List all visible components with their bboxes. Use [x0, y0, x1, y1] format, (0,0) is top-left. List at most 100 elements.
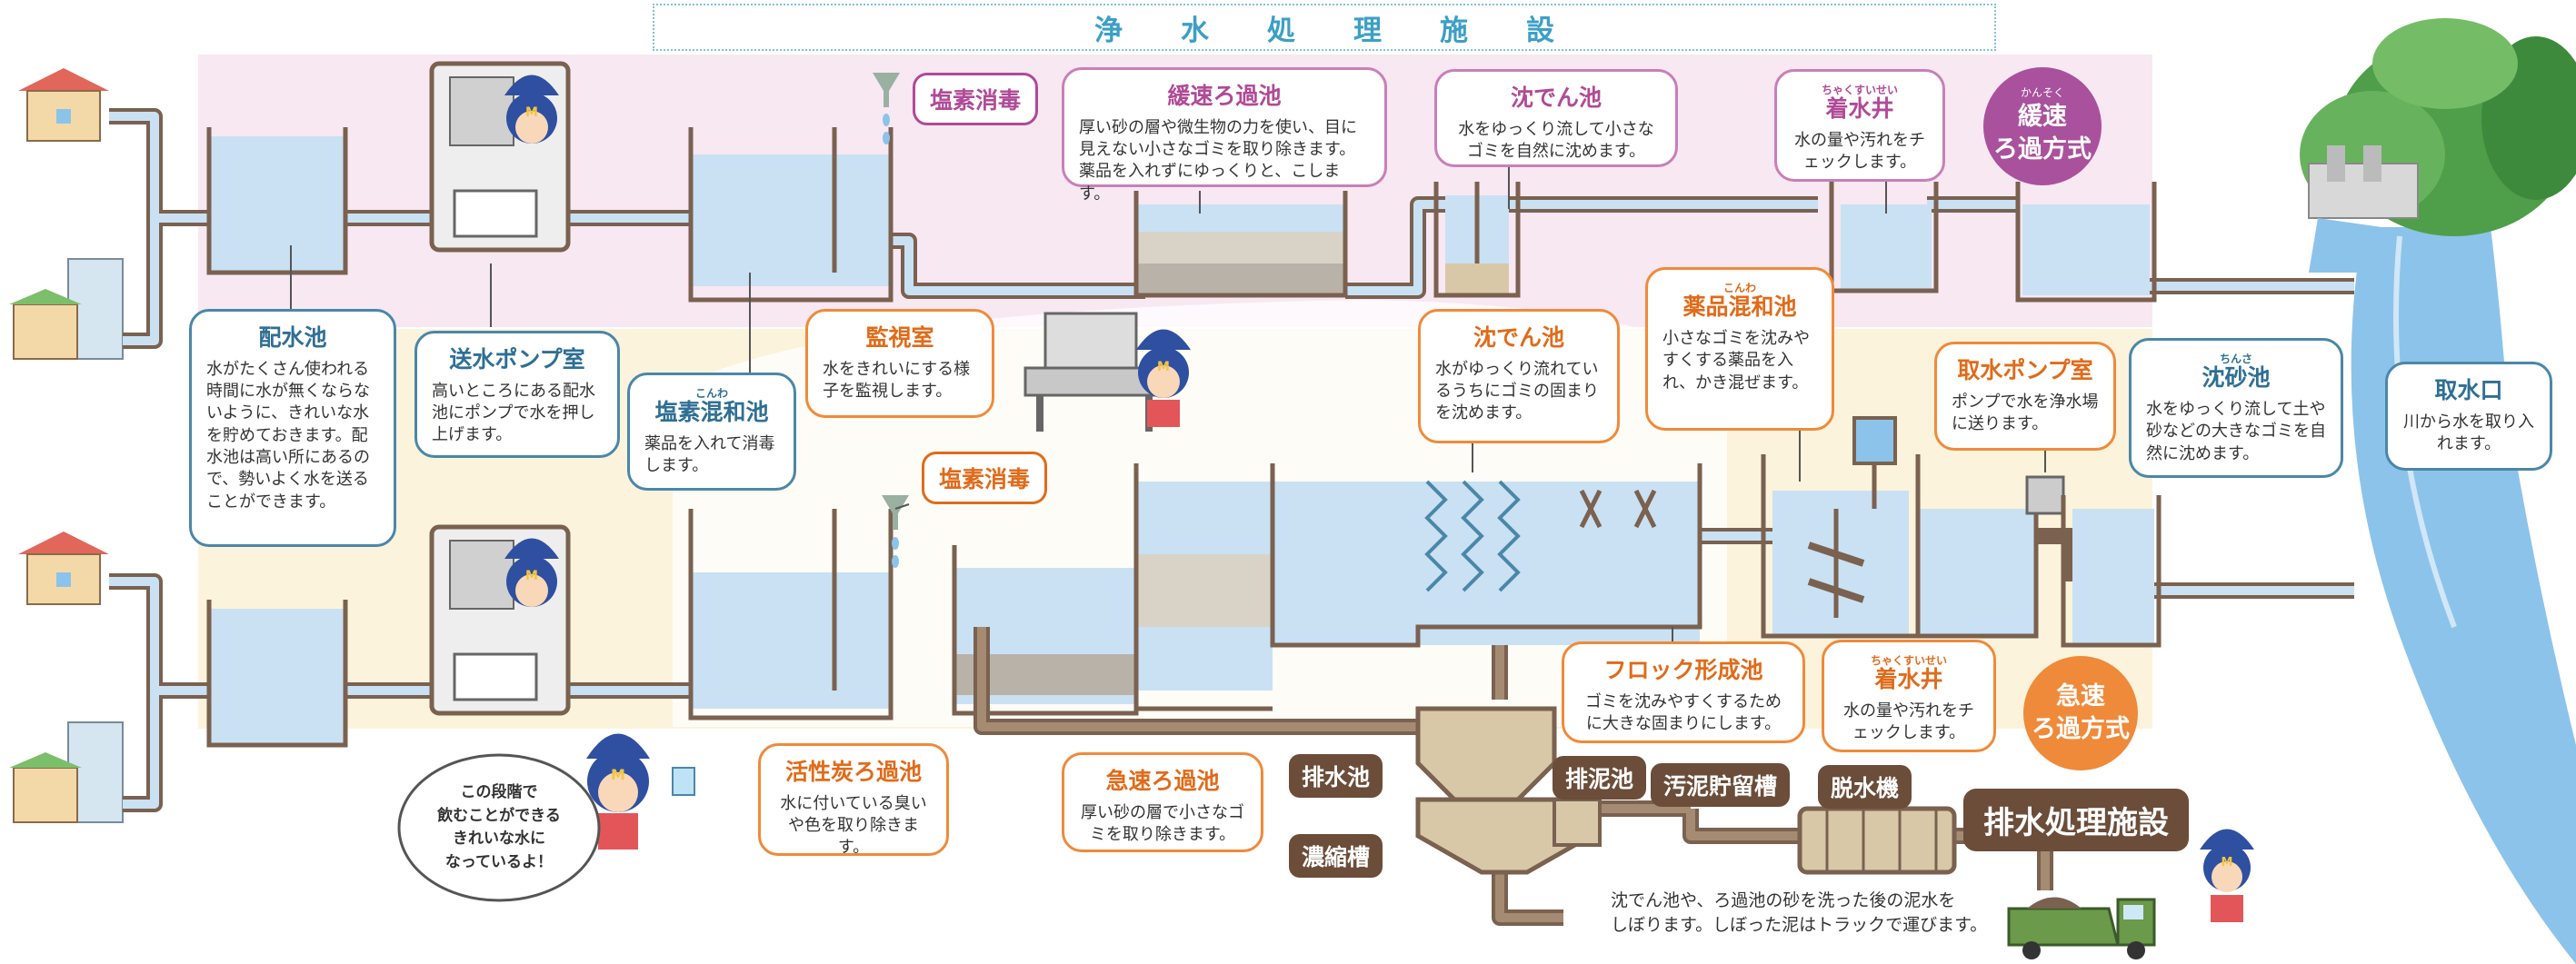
rapid-filter-tank — [1133, 463, 1273, 711]
card-floc-title: フロック形成池 — [1603, 657, 1763, 683]
card-yakuhin-title: 薬品混和池 — [1682, 293, 1797, 321]
rapid-receiving-well — [1852, 416, 2039, 639]
card-sousui-pump-desc: 高いところにある配水池にポンプで水を押し上げます。 — [432, 381, 595, 445]
slow-receiving-well — [1829, 182, 1939, 293]
label-haideichi: 排泥池 — [1553, 756, 1647, 800]
chlorine-funnel-top — [873, 73, 900, 144]
card-kasseitan: 活性炭ろ過池 水に付いている臭いや色を取り除きます。 — [758, 743, 949, 857]
card-kanshi-desc: 水をきれいにする様子を監視します。 — [823, 359, 971, 402]
card-haisuichi-desc: 水がたくさん使われる時間に水が無くならないように、きれいな水を貯めておきます。配… — [206, 359, 370, 512]
label-dassui: 脱水機 — [1818, 765, 1912, 809]
card-shusui-pump-desc: ポンプで水を浄水場に送ります。 — [1952, 392, 2099, 434]
mascot-cup: M — [586, 733, 695, 850]
sludge-storage — [1553, 798, 1602, 847]
card-enso-konwa-title: 塩素混和池 — [654, 399, 769, 426]
card-kasseitan-desc: 水に付いている臭いや色を取り除きます。 — [780, 793, 927, 858]
svg-text:M: M — [2222, 856, 2233, 870]
card-yakuhin-ruby: こんわ — [1722, 282, 1756, 294]
card-sousui-pump-title: 送水ポンプ室 — [449, 346, 585, 373]
card-chinden-rapid-title: 沈でん池 — [1473, 324, 1564, 351]
card-shusuiko-title: 取水口 — [2434, 377, 2503, 403]
upper-pipes-water — [109, 112, 2354, 345]
card-shusui-pump: 取水ポンプ室 ポンプで水を浄水場に送ります。 — [1934, 342, 2116, 451]
slow-method-badge: かんそく 緩速 ろ過方式 — [1983, 67, 2102, 185]
card-chakusui-slow: ちゃくすいせい 着水井 水の量や汚れをチェックします。 — [1774, 69, 1945, 182]
mascot-pump-top: M — [504, 75, 559, 144]
card-chakusui-rapid-desc: 水の量や汚れをチェックします。 — [1843, 701, 1974, 743]
card-enso-konwa-ruby: こんわ — [694, 387, 728, 400]
svg-text:M: M — [1157, 360, 1170, 374]
chlorine-tag-top: 塩素消毒 — [913, 73, 1039, 125]
speech-bubble — [397, 753, 601, 902]
card-chakusui-slow-ruby: ちゃくすいせい — [1821, 84, 1898, 96]
card-kansoku-title: 緩速ろ過池 — [1167, 83, 1282, 109]
card-chakusui-rapid: ちゃくすいせい 着水井 水の量や汚れをチェックします。 — [1822, 640, 1996, 752]
card-kyusoku-title: 急速ろ過池 — [1105, 768, 1220, 794]
card-haisuichi: 配水池 水がたくさん使われる時間に水が無くならないように、きれいな水を貯めておき… — [189, 309, 396, 547]
house-bottom — [18, 532, 109, 605]
slow-method-line2: ろ過方式 — [1993, 135, 2092, 164]
rapid-method-badge: 急速 ろ過方式 — [2023, 656, 2138, 770]
grit-chamber-bottom — [2061, 495, 2162, 648]
intake-pump — [2025, 475, 2065, 515]
slow-method-line1: 緩速 — [2018, 102, 2067, 131]
haisuichi-tank-bottom — [206, 600, 348, 748]
slow-filter-tank — [1133, 191, 1348, 298]
speech-text: この段階で 飲むことができる きれいな水に なっているよ！ — [437, 783, 561, 871]
mascot-pump-bottom: M — [504, 538, 559, 607]
buildings-bottom — [9, 721, 124, 823]
card-sousui-pump: 送水ポンプ室 高いところにある配水池にポンプで水を押し上げます。 — [414, 331, 620, 458]
enso-konwa-tank-bottom — [688, 509, 894, 721]
rapid-method-line1: 急速 — [2056, 681, 2105, 711]
card-kanshi: 監視室 水をきれいにする様子を監視します。 — [805, 309, 994, 418]
card-chinsa-title: 沈砂池 — [2202, 364, 2271, 392]
drainage-note: 沈でん池や、ろ過池の砂を洗った後の泥水を しぼります。しぼった泥はトラックで運び… — [1611, 890, 1988, 935]
page-title-text: 浄水処理施設 — [1094, 14, 1612, 47]
label-noushuku: 濃縮槽 — [1289, 834, 1383, 878]
card-shusui-pump-title: 取水ポンプ室 — [1957, 357, 2093, 383]
card-floc: フロック形成池 ゴミを沈みやすくするために大きな固まりにします。 — [1562, 641, 1805, 743]
label-odei: 汚泥貯留槽 — [1651, 763, 1791, 807]
svg-text:M: M — [611, 766, 625, 783]
slow-method-ruby: かんそく — [2020, 86, 2064, 100]
house-top — [18, 68, 109, 142]
mascot-truck: M — [2200, 829, 2254, 922]
card-chakusui-rapid-title: 着水井 — [1874, 666, 1943, 693]
card-chinden-slow-title: 沈でん池 — [1510, 84, 1602, 111]
grit-chamber-top — [2015, 182, 2157, 303]
card-shusuiko: 取水口 川から水を取り入れます。 — [2385, 362, 2552, 471]
card-floc-desc: ゴミを沈みやすくするために大きな固まりにします。 — [1585, 691, 1782, 734]
card-yakuhin: こんわ 薬品混和池 小さなゴミを沈みやすくする薬品を入れ、かき混ぜます。 — [1645, 267, 1834, 431]
mascot-monitoring: M — [1136, 329, 1191, 427]
card-kanshi-title: 監視室 — [865, 324, 934, 351]
card-chinsa: ちんさ 沈砂池 水をゆっくり流して土や砂などの大きなゴミを自然に沈めます。 — [2129, 338, 2343, 478]
haisuichi-tank-top — [206, 127, 348, 275]
card-chinden-rapid-desc: 水がゆっくり流れているうちにゴミの固まりを沈めます。 — [1435, 359, 1599, 423]
chemical-mixing-tank — [1761, 454, 1921, 639]
card-chakusui-rapid-ruby: ちゃくすいせい — [1870, 654, 1947, 667]
label-drainage-facility: 排水処理施設 — [1963, 789, 2189, 851]
lower-pipes-water — [109, 532, 2354, 809]
card-chakusui-slow-title: 着水井 — [1825, 95, 1894, 123]
card-kyusoku-desc: 厚い砂の層で小さなゴミを取り除きます。 — [1081, 802, 1244, 845]
drain-basin — [1415, 706, 1557, 802]
svg-text:M: M — [525, 105, 538, 120]
page-title: 浄水処理施設 — [653, 4, 1996, 51]
rapid-sedimentation-tank — [1270, 463, 1702, 648]
card-chinden-slow: 沈でん池 水をゆっくり流して小さなゴミを自然に沈めます。 — [1434, 69, 1678, 167]
card-chakusui-slow-desc: 水の量や汚れをチェックします。 — [1794, 130, 1925, 173]
card-chinsa-ruby: ちんさ — [2219, 353, 2252, 365]
card-kansoku-desc: 厚い砂の層や微生物の力を使い、目に見えない小さなゴミを取り除きます。薬品を入れず… — [1079, 117, 1357, 204]
dewatering-machine — [1797, 806, 1957, 875]
chlorine-tag-bottom: 塩素消毒 — [922, 452, 1048, 504]
chlorine-funnel-bottom — [882, 495, 909, 568]
card-chinsa-desc: 水をゆっくり流して土や砂などの大きなゴミを自然に沈めます。 — [2146, 399, 2326, 463]
card-enso-konwa: こんわ 塩素混和池 薬品を入れて消毒します。 — [627, 373, 796, 491]
card-yakuhin-desc: 小さなゴミを沈みやすくする薬品を入れ、かき混ぜます。 — [1662, 328, 1810, 393]
mountain-forest — [2300, 18, 2576, 273]
enso-konwa-tank-top — [688, 127, 894, 303]
slow-sedimentation-tank — [1433, 182, 1521, 298]
rapid-method-line2: ろ過方式 — [2032, 715, 2130, 743]
card-kasseitan-title: 活性炭ろ過池 — [784, 759, 922, 785]
card-enso-konwa-desc: 薬品を入れて消毒します。 — [644, 433, 775, 476]
